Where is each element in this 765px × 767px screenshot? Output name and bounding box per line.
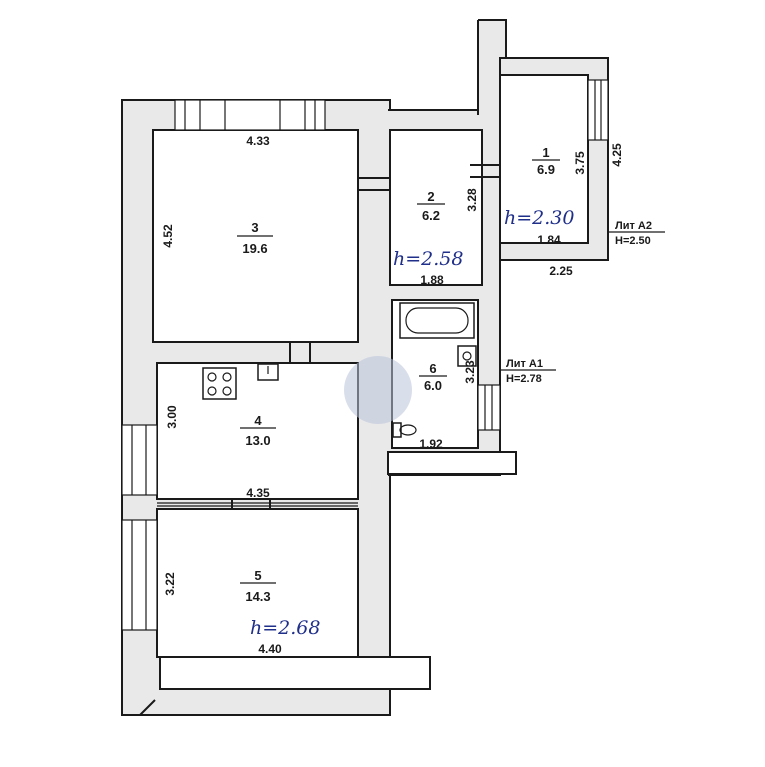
room-label-3: 3 19.6 bbox=[237, 220, 273, 256]
room-label-2: 2 6.2 bbox=[417, 189, 445, 223]
room-area-3: 19.6 bbox=[242, 241, 267, 256]
watermark-logo bbox=[344, 356, 412, 424]
annex-a2-name: Лит А2 bbox=[615, 220, 652, 232]
room-area-4: 13.0 bbox=[245, 433, 270, 448]
dim-room2-right: 3.28 bbox=[465, 188, 479, 212]
height-room1: h=2.30 bbox=[504, 207, 574, 229]
dim-room6-bottom: 1.92 bbox=[419, 437, 443, 451]
dim-room4-bottom: 4.35 bbox=[246, 486, 270, 500]
room-label-1: 1 6.9 bbox=[532, 145, 560, 177]
toilet-icon bbox=[392, 422, 417, 438]
dim-room1-outer: 4.25 bbox=[610, 143, 624, 167]
windows bbox=[121, 79, 609, 631]
room-number-5: 5 bbox=[254, 568, 261, 583]
dim-room5-bottom: 4.40 bbox=[258, 642, 282, 656]
room-label-6: 6 6.0 bbox=[419, 361, 447, 393]
dim-annex-bottom: 2.25 bbox=[549, 264, 573, 278]
height-room2: h=2.58 bbox=[393, 248, 463, 270]
room-number-1: 1 bbox=[542, 145, 549, 160]
room-number-3: 3 bbox=[251, 220, 258, 235]
annex-a2-walls bbox=[477, 19, 609, 261]
room-label-5: 5 14.3 bbox=[240, 568, 276, 604]
stove-icon bbox=[202, 367, 237, 400]
dim-room1-bottom: 1.84 bbox=[537, 233, 561, 247]
annex-label-a1: Лит А1 H=2.78 bbox=[500, 358, 556, 385]
washbasin-icon bbox=[457, 345, 477, 367]
doors bbox=[157, 164, 500, 509]
room-area-2: 6.2 bbox=[422, 208, 440, 223]
annex-a2-height: H=2.50 bbox=[615, 235, 651, 247]
dim-room6-right: 3.23 bbox=[463, 360, 477, 384]
annex-a1-name: Лит А1 bbox=[506, 358, 543, 370]
sink-icon bbox=[257, 363, 279, 381]
room-area-1: 6.9 bbox=[537, 162, 555, 177]
dim-room4-left: 3.00 bbox=[165, 405, 179, 429]
dim-room3-top: 4.33 bbox=[246, 134, 270, 148]
room-area-5: 14.3 bbox=[245, 589, 270, 604]
room-number-2: 2 bbox=[427, 189, 434, 204]
room-number-6: 6 bbox=[429, 361, 436, 376]
annex-a1-height: H=2.78 bbox=[506, 373, 542, 385]
height-room5: h=2.68 bbox=[250, 617, 320, 639]
annex-label-a2: Лит А2 H=2.50 bbox=[608, 220, 665, 247]
room-number-4: 4 bbox=[254, 413, 262, 428]
bathtub-icon bbox=[399, 302, 475, 339]
room-label-4: 4 13.0 bbox=[240, 413, 276, 448]
dim-room1-right: 3.75 bbox=[573, 151, 587, 175]
dim-room3-left: 4.52 bbox=[161, 224, 175, 248]
dim-room5-left: 3.22 bbox=[163, 572, 177, 596]
room-area-6: 6.0 bbox=[424, 378, 442, 393]
dim-room2-bottom: 1.88 bbox=[420, 273, 444, 287]
